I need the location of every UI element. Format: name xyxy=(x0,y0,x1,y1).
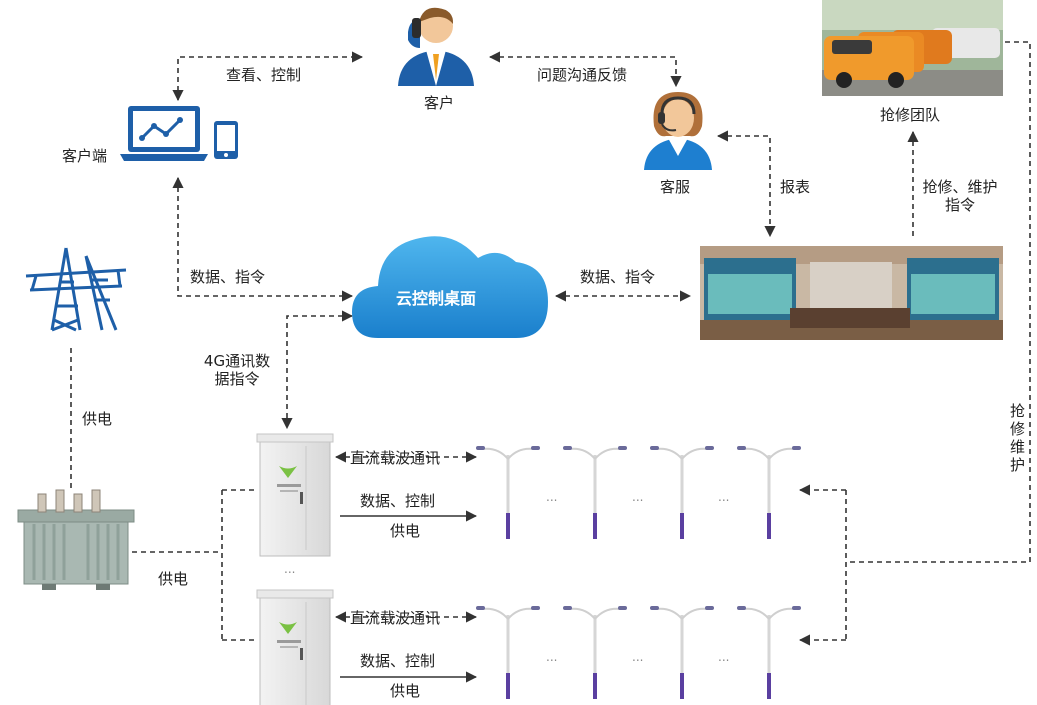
label-client-terminal: 客户端 xyxy=(62,147,108,165)
street-light-pole xyxy=(735,604,803,701)
label-report: 报表 xyxy=(780,178,811,196)
street-light-pole xyxy=(561,604,629,701)
ellipsis: ... xyxy=(632,490,644,504)
cloud-icon xyxy=(352,236,548,338)
label-repair-maintain: 抢修维护 xyxy=(1010,402,1026,474)
label-customer-service: 客服 xyxy=(660,178,691,196)
edge-repair-maintain xyxy=(846,41,1031,563)
connectors xyxy=(70,41,1031,646)
cabinet-arrows xyxy=(334,451,478,683)
phone-icon xyxy=(214,121,238,159)
label-plc-1: 直流载波通讯 xyxy=(350,449,441,467)
label-plc-2: 直流载波通讯 xyxy=(350,609,441,627)
ellipsis: ... xyxy=(546,490,558,504)
label-feedback: 问题沟通反馈 xyxy=(537,66,628,84)
label-data-cmd-left: 数据、指令 xyxy=(190,268,266,286)
edge-power-transformer xyxy=(132,489,258,641)
control-room-photo xyxy=(700,246,1003,340)
power-tower-icon xyxy=(25,247,127,332)
street-light-pole xyxy=(474,444,542,541)
label-4g: 4G通讯数据指令 xyxy=(203,352,271,388)
edge-data-cmd-left xyxy=(172,176,354,302)
label-power-tower: 供电 xyxy=(82,410,113,428)
label-cloud: 云控制桌面 xyxy=(396,289,477,308)
ellipsis: ... xyxy=(632,650,644,664)
street-light-pole xyxy=(648,444,716,541)
control-cabinet-2 xyxy=(256,589,334,705)
ellipsis: ... xyxy=(718,650,730,664)
repair-team-photo xyxy=(822,0,1003,96)
label-power-2: 供电 xyxy=(390,682,421,700)
customer-service-icon xyxy=(644,92,712,170)
label-data-control-2: 数据、控制 xyxy=(360,652,436,670)
label-power-transformer: 供电 xyxy=(158,570,189,588)
street-light-pole xyxy=(735,444,803,541)
laptop-icon xyxy=(120,106,208,161)
edge-report xyxy=(716,130,776,238)
ellipsis: ... xyxy=(284,562,296,576)
street-light-pole xyxy=(474,604,542,701)
label-data-control-1: 数据、控制 xyxy=(360,492,436,510)
ellipsis: ... xyxy=(718,490,730,504)
label-data-cmd-right: 数据、指令 xyxy=(580,268,656,286)
label-power-1: 供电 xyxy=(390,522,421,540)
street-light-pole xyxy=(561,444,629,541)
customer-icon xyxy=(398,7,474,86)
ellipsis: ... xyxy=(546,650,558,664)
label-repair-instruction: 抢修、维护指令 xyxy=(922,178,998,214)
control-cabinet-1 xyxy=(256,433,334,557)
edge-4g xyxy=(281,310,354,430)
label-customer: 客户 xyxy=(424,94,455,112)
street-light-pole xyxy=(648,604,716,701)
label-view-control: 查看、控制 xyxy=(226,66,302,84)
label-repair-team: 抢修团队 xyxy=(880,106,941,124)
transformer-icon xyxy=(17,489,135,590)
edge-view-control xyxy=(172,51,364,102)
